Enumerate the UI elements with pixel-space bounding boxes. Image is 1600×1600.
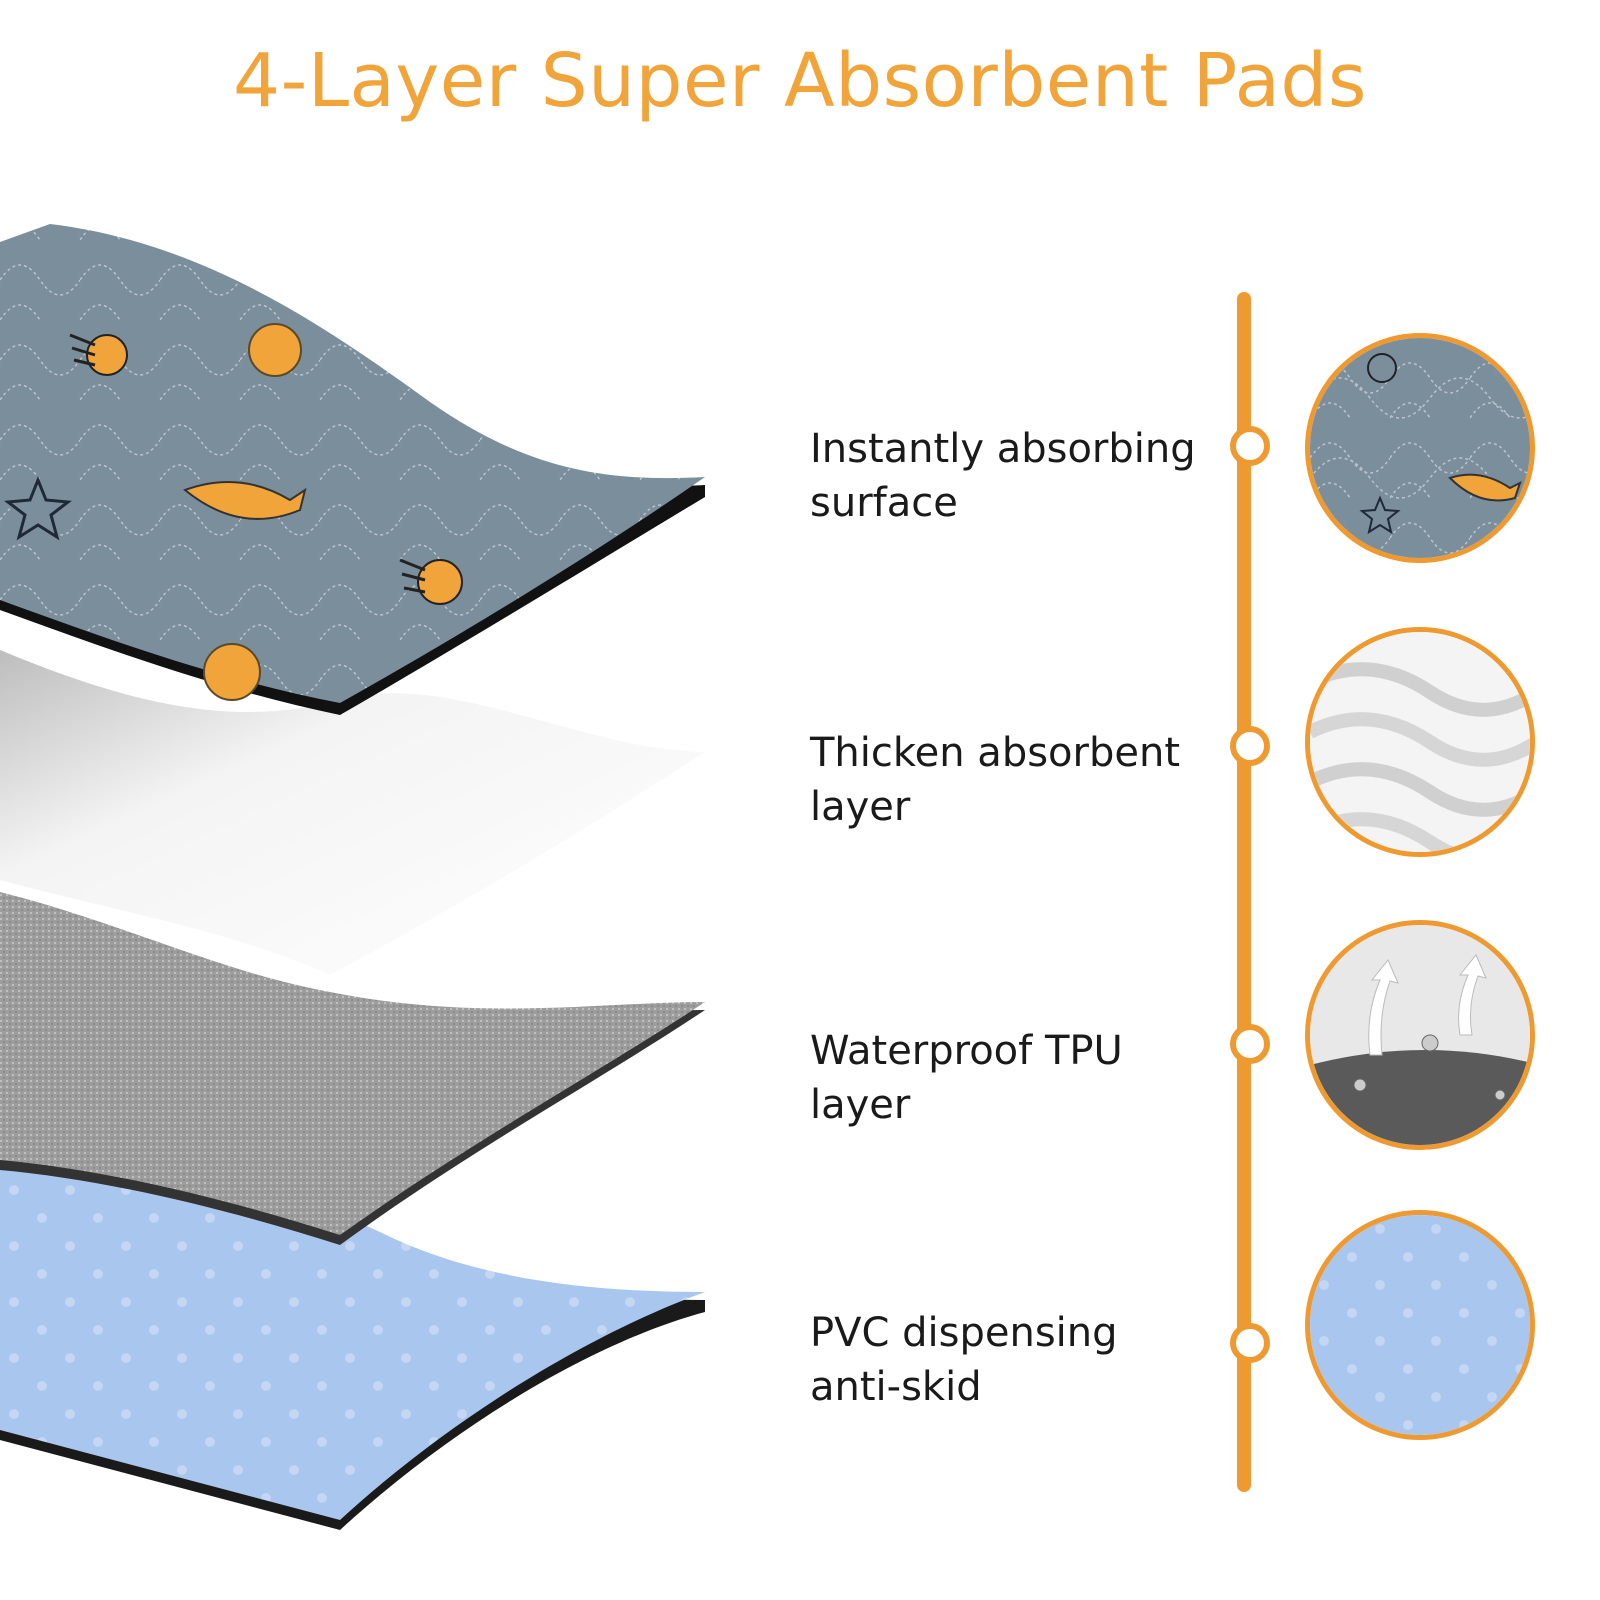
shell-icon	[203, 643, 261, 701]
layer-label-3: Waterproof TPU layer	[810, 1024, 1230, 1132]
starfish-icon	[4, 475, 72, 541]
quilted-fabric-icon	[1305, 333, 1535, 563]
layer-surface	[0, 224, 705, 715]
layer-label-1-line2: surface	[810, 480, 958, 526]
timeline-node-3	[1230, 1024, 1270, 1064]
timeline-node-4	[1230, 1323, 1270, 1363]
fish-icon	[183, 481, 307, 520]
layer-label-2: Thicken absorbent layer	[810, 726, 1220, 834]
shell-icon	[248, 323, 302, 377]
breathable-arrows-icon	[1305, 920, 1535, 1150]
layer-absorbent	[0, 650, 705, 975]
layer-label-4-line1: PVC dispensing	[810, 1310, 1118, 1356]
fiber-wave-icon	[1305, 627, 1535, 857]
page-title: 4-Layer Super Absorbent Pads	[233, 38, 1367, 124]
layer-label-4: PVC dispensing anti-skid	[810, 1306, 1220, 1414]
timeline-line	[1237, 292, 1251, 1492]
layer-label-3-line1: Waterproof TPU layer	[810, 1028, 1123, 1128]
layer-label-1-line1: Instantly absorbing	[810, 426, 1196, 472]
timeline-node-1	[1230, 426, 1270, 466]
jellyfish-icon	[399, 558, 463, 605]
layer-tpu	[0, 892, 705, 1245]
layer-label-2-line1: Thicken absorbent	[810, 730, 1180, 776]
layer-label-1: Instantly absorbing surface	[810, 422, 1220, 530]
timeline-node-2	[1230, 726, 1270, 766]
dotted-grip-icon	[1305, 1210, 1535, 1440]
layer-stack-illustration	[0, 224, 705, 1530]
layer-label-2-line2: layer	[810, 784, 911, 830]
layer-anti-skid	[0, 1150, 705, 1530]
jellyfish-icon	[69, 333, 128, 376]
layer-label-4-line2: anti-skid	[810, 1364, 982, 1410]
